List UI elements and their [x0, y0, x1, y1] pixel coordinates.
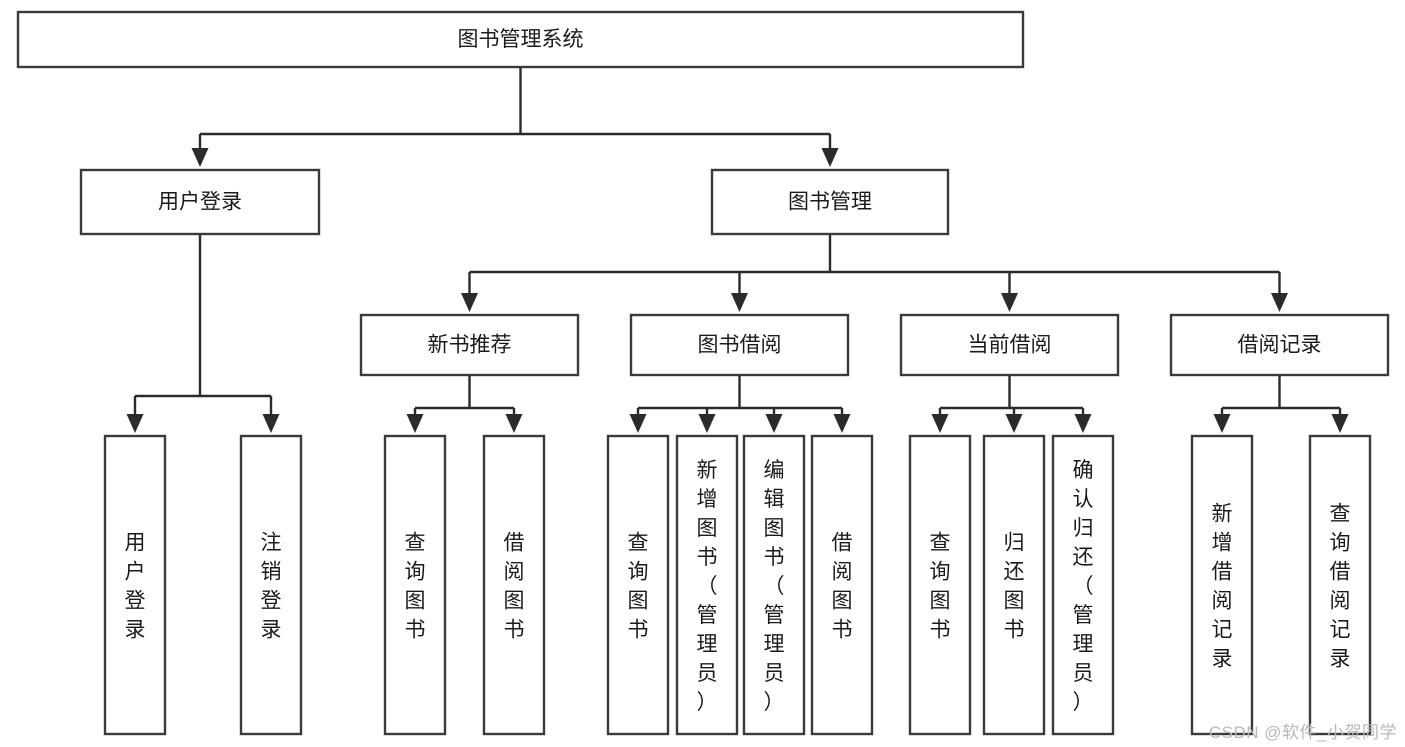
node-leaf-edit-book[interactable]: 编辑图书（管理员） [742, 434, 806, 736]
node-current-borrow[interactable]: 当前借阅 [899, 313, 1120, 377]
csdn-watermark: CSDN @软件_小贺同学 [1208, 723, 1397, 742]
node-root[interactable]: 图书管理系统 [16, 10, 1025, 69]
node-box-leaf-borrow-book-1[interactable] [482, 434, 546, 736]
node-borrow-record[interactable]: 借阅记录 [1169, 313, 1390, 377]
node-label: 用户登录 [125, 532, 146, 642]
node-box-leaf-query-book-2[interactable] [606, 434, 670, 736]
node-box-leaf-query-book-1[interactable] [383, 434, 447, 736]
node-label: 图书管理 [788, 191, 872, 214]
node-book-manage[interactable]: 图书管理 [710, 168, 950, 236]
node-box-root[interactable] [16, 10, 1025, 69]
node-label: 图书借阅 [698, 334, 782, 357]
node-box-user-login[interactable] [79, 168, 321, 236]
connector-layer [126, 67, 1349, 433]
node-label: 用户登录 [158, 191, 242, 214]
node-leaf-borrow-book-1[interactable]: 借阅图书 [482, 434, 546, 736]
node-box-leaf-add-record[interactable] [1190, 434, 1254, 736]
node-box-leaf-query-book-3[interactable] [908, 434, 972, 736]
node-leaf-query-book-3[interactable]: 查询图书 [908, 434, 972, 736]
node-box-leaf-edit-book[interactable] [742, 434, 806, 736]
node-leaf-user-login[interactable]: 用户登录 [103, 434, 167, 736]
node-box-borrow-record[interactable] [1169, 313, 1390, 377]
node-leaf-add-book[interactable]: 新增图书（管理员） [675, 434, 739, 736]
node-label: 查询借阅记录 [1330, 503, 1351, 671]
node-leaf-query-book-2[interactable]: 查询图书 [606, 434, 670, 736]
node-box-leaf-borrow-book-2[interactable] [810, 434, 874, 736]
node-box-leaf-user-login[interactable] [103, 434, 167, 736]
node-box-leaf-add-book[interactable] [675, 434, 739, 736]
node-label: 查询图书 [628, 532, 649, 642]
node-new-book-rec[interactable]: 新书推荐 [359, 313, 580, 377]
node-label: 借阅记录 [1238, 334, 1322, 357]
node-label: 新书推荐 [428, 334, 512, 357]
node-label: 查询图书 [405, 532, 426, 642]
node-box-new-book-rec[interactable] [359, 313, 580, 377]
node-box-book-borrow[interactable] [629, 313, 850, 377]
node-leaf-add-record[interactable]: 新增借阅记录 [1190, 434, 1254, 736]
node-leaf-query-book-1[interactable]: 查询图书 [383, 434, 447, 736]
node-box-leaf-query-record[interactable] [1308, 434, 1372, 736]
node-label: 编辑图书（管理员） [764, 459, 785, 714]
node-user-login[interactable]: 用户登录 [79, 168, 321, 236]
node-layer: 图书管理系统用户登录图书管理新书推荐图书借阅当前借阅借阅记录用户登录注销登录查询… [16, 10, 1390, 736]
node-label: 当前借阅 [968, 334, 1052, 357]
node-leaf-borrow-book-2[interactable]: 借阅图书 [810, 434, 874, 736]
node-box-leaf-logout[interactable] [239, 434, 303, 736]
node-leaf-return-book[interactable]: 归还图书 [982, 434, 1046, 736]
node-label: 查询图书 [930, 532, 951, 642]
node-label: 借阅图书 [832, 532, 853, 642]
node-label: 注销登录 [261, 532, 282, 642]
node-label: 图书管理系统 [458, 28, 584, 51]
node-leaf-logout[interactable]: 注销登录 [239, 434, 303, 736]
node-label: 确认归还（管理员） [1073, 459, 1094, 714]
node-leaf-confirm-return[interactable]: 确认归还（管理员） [1051, 434, 1115, 736]
node-book-borrow[interactable]: 图书借阅 [629, 313, 850, 377]
node-label: 借阅图书 [504, 532, 525, 642]
node-label: 新增图书（管理员） [697, 459, 718, 714]
node-box-leaf-confirm-return[interactable] [1051, 434, 1115, 736]
node-label: 新增借阅记录 [1212, 503, 1233, 671]
node-box-book-manage[interactable] [710, 168, 950, 236]
node-box-current-borrow[interactable] [899, 313, 1120, 377]
node-leaf-query-record[interactable]: 查询借阅记录 [1308, 434, 1372, 736]
node-box-leaf-return-book[interactable] [982, 434, 1046, 736]
node-label: 归还图书 [1004, 532, 1025, 642]
